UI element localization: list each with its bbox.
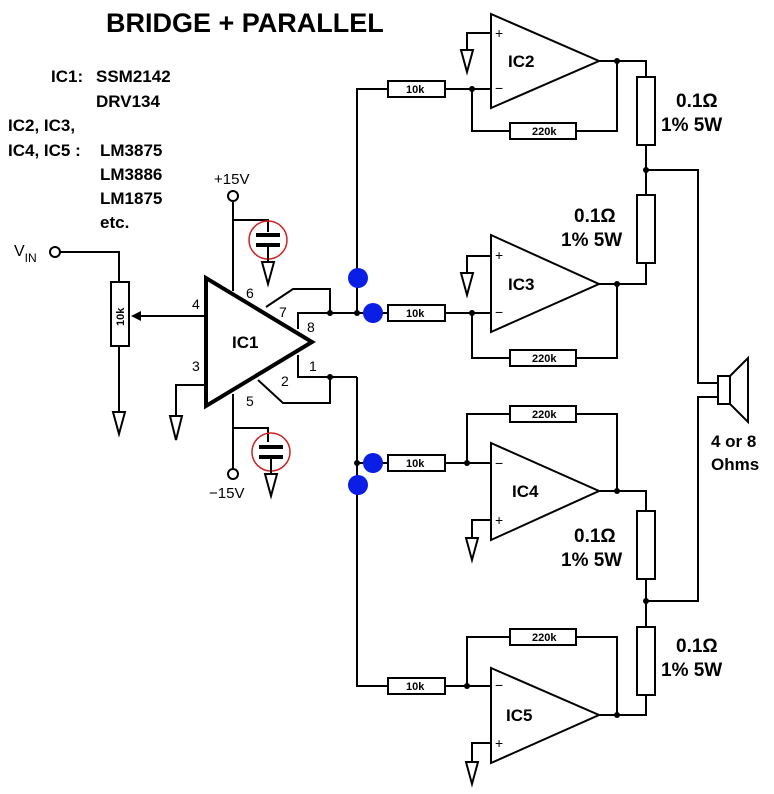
- wiper-arrow: [131, 311, 141, 321]
- vin-label: V: [14, 243, 25, 260]
- ic4-feedback-resistor-value: 220k: [532, 409, 557, 421]
- ic1-pin1: 1: [309, 358, 317, 374]
- part-lm3875: LM3875: [100, 141, 162, 160]
- ic5-input-resistor-value: 10k: [406, 681, 425, 693]
- input-potentiometer: 10k: [110, 281, 130, 347]
- ic3-opamp: [490, 233, 602, 334]
- negative-supply-terminal: [227, 468, 239, 480]
- ic1-pin7: 7: [279, 304, 287, 320]
- ic2-opamp: [490, 12, 602, 110]
- ic1-part-drv134: DRV134: [96, 92, 160, 111]
- r-ic4-value: 0.1Ω: [574, 526, 616, 547]
- ground-cap-bottom: [263, 473, 279, 500]
- speaker-impedance-line1: 4 or 8: [711, 432, 756, 451]
- ic5-feedback-resistor-value: 220k: [532, 632, 557, 644]
- ground-pot: [111, 411, 127, 438]
- ic1-pin8: 8: [307, 319, 315, 335]
- ic5-stage: 10k IC5 − + 220k: [387, 628, 647, 788]
- ic1-pin6: 6: [246, 285, 254, 301]
- ic1-label: IC1: [232, 333, 258, 352]
- ic1-pin3: 3: [192, 358, 200, 374]
- input-terminal: VIN: [14, 243, 61, 265]
- ground-ic4: [464, 537, 480, 564]
- ic2-plus-sign: +: [495, 25, 503, 41]
- ic1-pin5: 5: [246, 393, 254, 409]
- ic-group-line2: IC4, IC5 :: [8, 141, 81, 160]
- part-lm3886: LM3886: [100, 165, 162, 184]
- output-resistor-ic5: [636, 626, 656, 696]
- ic5-label: IC5: [506, 706, 532, 725]
- ic3-stage: 10k IC3 + − 220k: [387, 233, 647, 367]
- ic3-label: IC3: [508, 275, 534, 294]
- ic5-plus-sign: +: [495, 735, 503, 751]
- speaker-icon: [717, 355, 749, 425]
- ic4-minus-sign: −: [495, 455, 503, 471]
- ic4-stage: 10k IC4 − + 220k: [387, 405, 647, 564]
- ic3-feedback-resistor-value: 220k: [532, 353, 557, 365]
- output-resistor-ic3: [636, 194, 656, 264]
- marker-dot-3: [363, 453, 383, 473]
- r-ic2-rating: 1% 5W: [661, 115, 722, 136]
- ic3-input-resistor-value: 10k: [406, 308, 425, 320]
- marker-dot-1: [348, 268, 368, 288]
- ground-ic1-pin3: [168, 415, 184, 441]
- r-ic4-rating: 1% 5W: [561, 550, 622, 571]
- ic1-pin4: 4: [192, 296, 200, 312]
- decoupling-cap-bottom: [251, 432, 291, 472]
- ic5-opamp: [490, 666, 602, 765]
- negative-supply-label: −15V: [209, 485, 244, 502]
- ground-cap-top: [260, 261, 276, 288]
- ic1-driver: IC1: [204, 274, 316, 410]
- ic3-plus-sign: +: [495, 247, 503, 263]
- r-ic3-value: 0.1Ω: [574, 206, 616, 227]
- ic3-minus-sign: −: [495, 304, 503, 320]
- marker-dot-4: [348, 475, 368, 495]
- ground-ic5: [464, 761, 480, 788]
- positive-supply-label: +15V: [214, 171, 249, 188]
- marker-dot-2: [363, 303, 383, 323]
- ic1-part-ssm2142: SSM2142: [96, 67, 171, 86]
- ic1-note-label: IC1:: [51, 67, 83, 86]
- r-ic5-value: 0.1Ω: [676, 636, 718, 657]
- ic4-input-resistor-value: 10k: [406, 458, 425, 470]
- output-resistor-ic2: [636, 76, 656, 146]
- r-ic5-rating: 1% 5W: [661, 660, 722, 681]
- svg-text:VIN: VIN: [14, 243, 37, 265]
- ic5-minus-sign: −: [495, 677, 503, 693]
- ic2-minus-sign: −: [495, 80, 503, 96]
- ic4-plus-sign: +: [495, 512, 503, 528]
- ground-ic2: [459, 49, 475, 76]
- ic2-input-resistor-value: 10k: [406, 84, 425, 96]
- speaker-impedance-line2: Ohms: [711, 455, 759, 474]
- ic4-label: IC4: [512, 482, 539, 501]
- ic2-label: IC2: [508, 52, 534, 71]
- r-ic2-value: 0.1Ω: [676, 91, 718, 112]
- part-etc: etc.: [100, 213, 129, 232]
- part-lm1875: LM1875: [100, 189, 162, 208]
- output-resistor-ic4: [636, 510, 656, 580]
- ic-group-line1: IC2, IC3,: [8, 116, 75, 135]
- ic4-opamp: [490, 441, 602, 542]
- ic2-stage: 10k IC2 + − 220k: [387, 12, 647, 140]
- positive-supply-terminal: [227, 190, 239, 202]
- ic1-pin2: 2: [281, 373, 289, 389]
- diagram-title: BRIDGE + PARALLEL: [106, 8, 384, 38]
- ground-ic3: [459, 272, 475, 299]
- pot-value: 10k: [115, 307, 127, 326]
- vin-subscript: IN: [25, 251, 37, 265]
- ic2-feedback-resistor-value: 220k: [532, 126, 557, 138]
- r-ic3-rating: 1% 5W: [561, 230, 622, 251]
